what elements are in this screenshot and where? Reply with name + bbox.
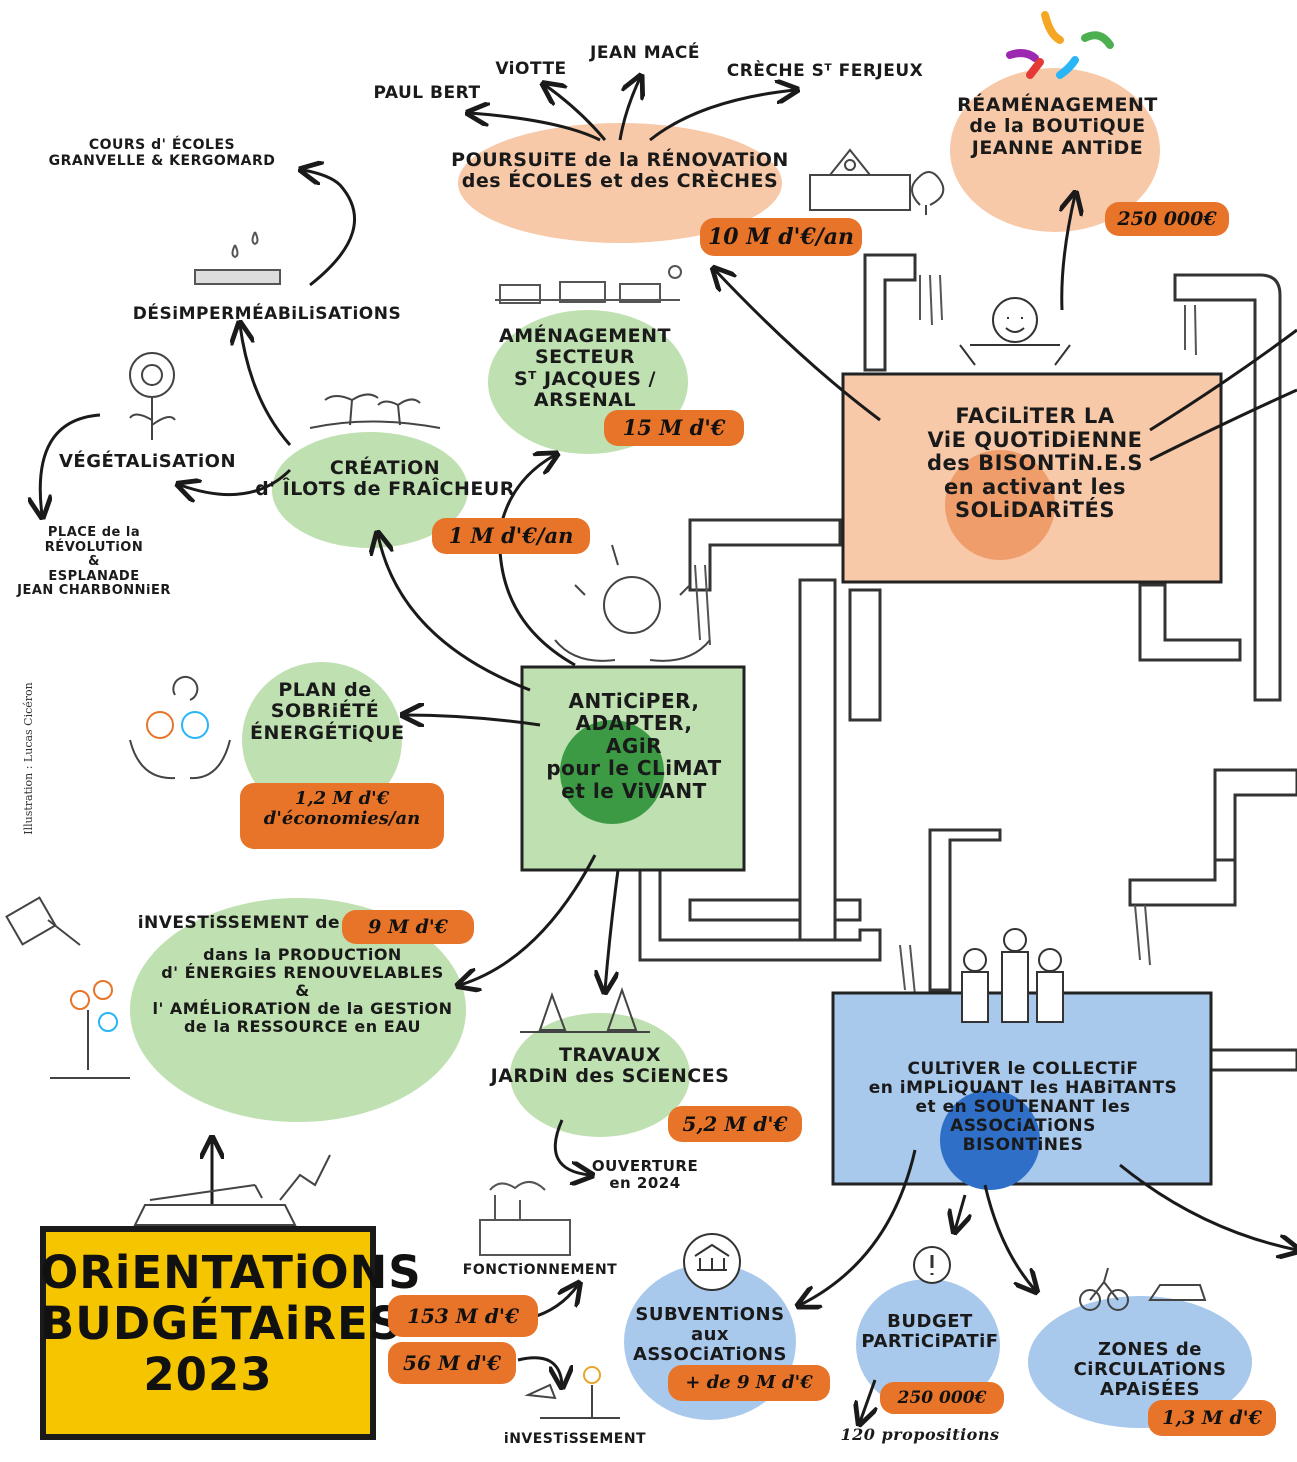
investissement-bubble <box>130 898 466 1122</box>
zones-bubble <box>1028 1296 1252 1428</box>
investissement-budget-amount-tag: 56 M d'€ <box>388 1342 516 1384</box>
ecoles-label: POURSUiTE de la RÉNOVATiON des ÉCOLES et… <box>451 149 789 193</box>
ilots-bubble <box>272 432 468 548</box>
fonctionnement-label: FONCTiONNEMENT <box>462 1262 618 1278</box>
place-revolution-label: PLACE de la RÉVOLUTiON & ESPLANADE JEAN … <box>17 525 171 599</box>
arsenal-label: AMÉNAGEMENT SECTEUR Sᵀ JACQUES / ARSENAL <box>498 325 672 411</box>
budget-part-bubble <box>856 1279 1000 1411</box>
title-line-3: 2023 <box>143 1347 273 1401</box>
subventions-amount-tag: + de 9 M d'€ <box>668 1365 830 1401</box>
title-box <box>40 1226 376 1440</box>
ilots-label: CRÉATiON d' ÎLOTS de FRAÎCHEUR <box>255 457 515 501</box>
construction-machines-icon <box>495 265 682 304</box>
boutique-bubble <box>950 68 1160 232</box>
investissement-budget-label: iNVESTiSSEMENT <box>503 1431 647 1447</box>
ecoles-amount-tag: 10 M d'€/an <box>700 218 862 256</box>
earth-hands-icon <box>554 544 711 662</box>
ouverture-label: OUVERTURE en 2024 <box>591 1157 699 1192</box>
ecoles-bubble <box>458 123 782 243</box>
palm-island-icon <box>309 393 441 429</box>
boutique-label: RÉAMÉNAGEMENT de la BOUTiQUE JEANNE ANTi… <box>957 94 1158 159</box>
sobriete-label: PLAN de SOBRiÉTÉ ÉNERGÉTiQUE <box>250 679 405 744</box>
zones-label: ZONES de CiRCULATiONS APAiSÉES <box>1073 1339 1227 1401</box>
budget-participatif-amount-tag: 250 000€ <box>880 1382 1004 1414</box>
investissement-amount-tag: 9 M d'€ <box>342 910 474 944</box>
budget-participatif-label: BUDGET PARTiCiPATiF <box>861 1311 999 1353</box>
title-line-2: BUDGÉTAiRES <box>40 1296 403 1350</box>
watering-can-icon <box>5 896 130 1079</box>
subventions-label: SUBVENTiONS aux ASSOCiATiONS <box>632 1304 788 1366</box>
factory-icon <box>479 1181 571 1256</box>
school-viotte: ViOTTE <box>495 59 567 79</box>
drops-ground-icon <box>194 231 281 285</box>
sobriete-amount-tag: 1,2 M d'€ d'économies/an <box>240 783 444 849</box>
vegetalisation-label: VÉGÉTALiSATiON <box>58 451 237 472</box>
school-jean-mace: JEAN MACÉ <box>590 43 700 63</box>
people-group-icon <box>961 928 1064 1023</box>
desimpermeabilisations-label: DÉSiMPERMÉABiLiSATiONS <box>132 304 402 324</box>
exclamation-bubble-icon <box>913 1246 951 1284</box>
traffic-cones-icon <box>520 986 650 1033</box>
propositions-note: 120 propositions <box>840 1425 1000 1444</box>
illustration-credit: Illustration : Lucas Cicéron <box>21 682 35 835</box>
arsenal-amount-tag: 15 M d'€ <box>604 410 744 446</box>
school-creche-st-ferjeux: CRÈCHE Sᵀ FERJEUX <box>726 61 924 81</box>
hub-quotidien-label: FACiLiTER LA ViE QUOTiDiENNE des BISONTi… <box>927 404 1143 523</box>
title-line-1: ORiENTATiONS <box>40 1246 422 1299</box>
zones-amount-tag: 1,3 M d'€ <box>1148 1400 1276 1436</box>
travaux-label: TRAVAUX JARDiN des SCiENCES <box>490 1044 730 1088</box>
cyclist-icon <box>1079 1267 1207 1311</box>
water-drops <box>694 274 1197 996</box>
exit-lines <box>1149 328 1297 462</box>
investissement-label: dans la PRODUCTiON d' ÉNERGiES RENOUVELA… <box>152 945 453 1036</box>
bank-icon <box>683 1233 741 1291</box>
smiling-figure-icon <box>959 297 1071 366</box>
sobriete-bubble <box>242 662 402 818</box>
pipes <box>638 253 1297 1072</box>
investissement-prefix: iNVESTiSSEMENT de <box>137 913 340 933</box>
flower-icon <box>129 352 176 440</box>
fonctionnement-amount-tag: 153 M d'€ <box>388 1295 538 1337</box>
coin-plant-icon <box>524 1366 620 1419</box>
cours-ecoles-label: COURS d' ÉCOLES GRANVELLE & KERGOMARD <box>48 137 276 169</box>
energy-hands-icon <box>129 675 231 780</box>
school-paul-bert: PAUL BERT <box>373 83 481 103</box>
school-building-icon <box>809 148 945 215</box>
boutique-logo-icon <box>1006 11 1114 79</box>
ilots-amount-tag: 1 M d'€/an <box>432 518 590 554</box>
boutique-amount-tag: 250 000€ <box>1105 202 1229 236</box>
hub-collectif-label: CULTiVER le COLLECTiF en iMPLiQUANT les … <box>868 1059 1178 1156</box>
travaux-bubble <box>510 1013 690 1137</box>
travaux-amount-tag: 5,2 M d'€ <box>668 1106 802 1142</box>
page-title: ORiENTATiONS BUDGÉTAiRES 2023 <box>40 1247 421 1401</box>
hub-climat-label: ANTiCiPER, ADAPTER, AGiR pour le CLiMAT … <box>546 689 722 803</box>
telescope-ship-icon <box>133 1154 331 1226</box>
